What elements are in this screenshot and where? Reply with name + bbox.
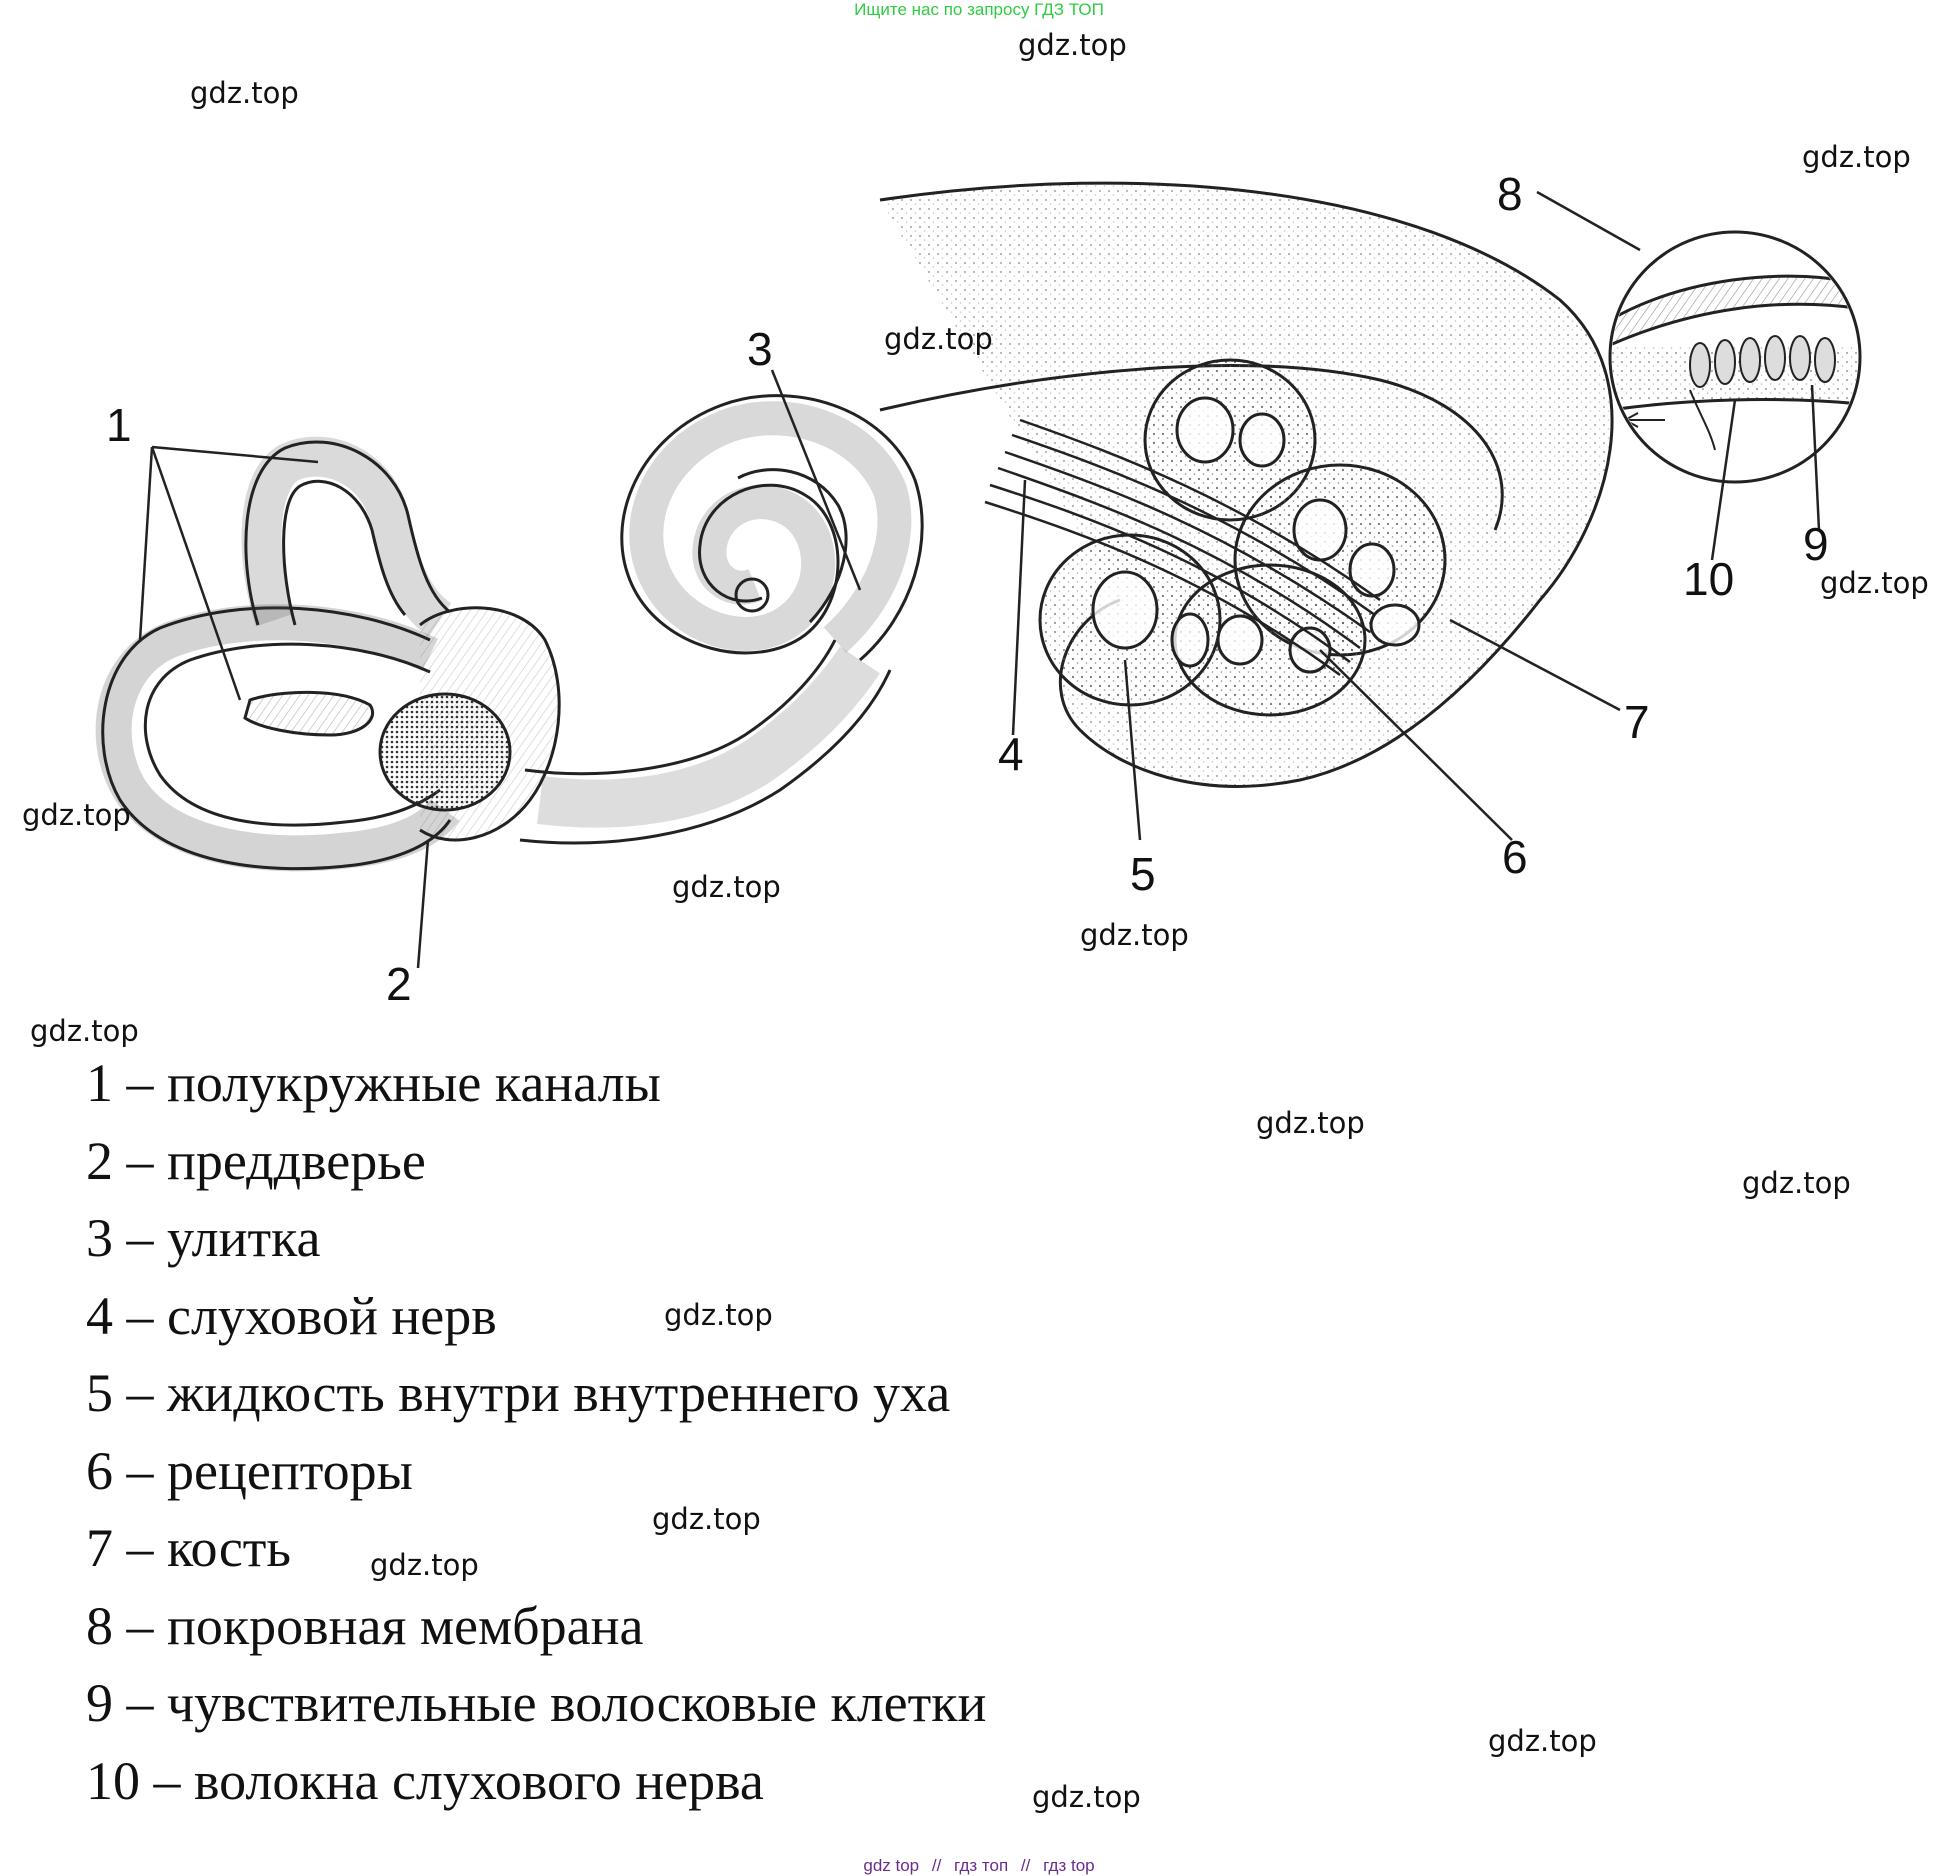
leader-lines [138,190,1821,969]
watermark: gdz.top [672,870,781,904]
watermark: gdz.top [22,798,131,832]
watermark: gdz.top [664,1298,773,1332]
callout-6: 6 [1502,831,1528,883]
callout-9: 9 [1803,518,1829,570]
footer-separator: // [931,1856,942,1875]
legend-item: 5 – жидкость внутри внутреннего уха [86,1363,951,1423]
footer-links: gdz top // гдз топ // гдз top [0,1856,1958,1876]
watermark: gdz.top [1488,1724,1597,1758]
legend-item: 2 – преддверье [86,1130,426,1191]
watermark: gdz.top [1820,566,1929,600]
callout-labels: 1 2 3 4 5 6 7 8 9 10 [106,168,1829,1010]
footer-separator: // [1020,1856,1031,1875]
footer-link[interactable]: гдз top [1043,1856,1095,1875]
callout-10: 10 [1683,553,1734,605]
watermark: gdz.top [30,1014,139,1048]
watermark: gdz.top [370,1548,479,1582]
callout-7: 7 [1624,696,1650,748]
callout-3: 3 [747,323,773,375]
legend-item: 3 – улитка [86,1208,321,1268]
header-link-text[interactable]: Ищите нас по запросу ГДЗ ТОП [854,0,1104,19]
legend-item: 6 – рецепторы [86,1440,413,1501]
callout-1: 1 [106,399,132,451]
watermark: gdz.top [1742,1166,1851,1200]
callout-8: 8 [1497,168,1523,220]
header-link[interactable]: Ищите нас по запросу ГДЗ ТОП [0,0,1958,20]
legend-item: 4 – слуховой нерв [86,1285,497,1346]
legend-item: 8 – покровная мембрана [86,1595,644,1656]
watermark: gdz.top [1802,140,1911,174]
legend-item: 1 – полукружные каналы [86,1053,661,1113]
watermark: gdz.top [1032,1780,1141,1814]
watermark: gdz.top [190,76,299,110]
callout-5: 5 [1130,848,1156,900]
inner-ear-diagram: 1 2 3 4 5 6 7 8 9 10 [95,168,1862,1010]
legend-item: 10 – волокна слухового нерва [86,1750,764,1811]
callout-4: 4 [998,728,1024,780]
legend-list: 1 – полукружные каналы 2 – преддверье 3 … [86,1045,986,1820]
watermark: gdz.top [1256,1106,1365,1140]
footer-link[interactable]: gdz top [863,1856,920,1875]
watermark: gdz.top [1080,918,1189,952]
legend-item: 9 – чувствительные волосковые клетки [86,1673,987,1733]
organ-of-corti-detail [1608,230,1862,484]
watermark: gdz.top [1018,28,1127,62]
legend-item: 7 – кость [86,1518,292,1578]
watermark: gdz.top [884,322,993,356]
footer-link[interactable]: гдз топ [954,1856,1009,1875]
watermark: gdz.top [652,1502,761,1536]
callout-2: 2 [386,958,412,1010]
cochlea-section-illustration [879,181,1614,788]
labyrinth-illustration [95,394,924,872]
